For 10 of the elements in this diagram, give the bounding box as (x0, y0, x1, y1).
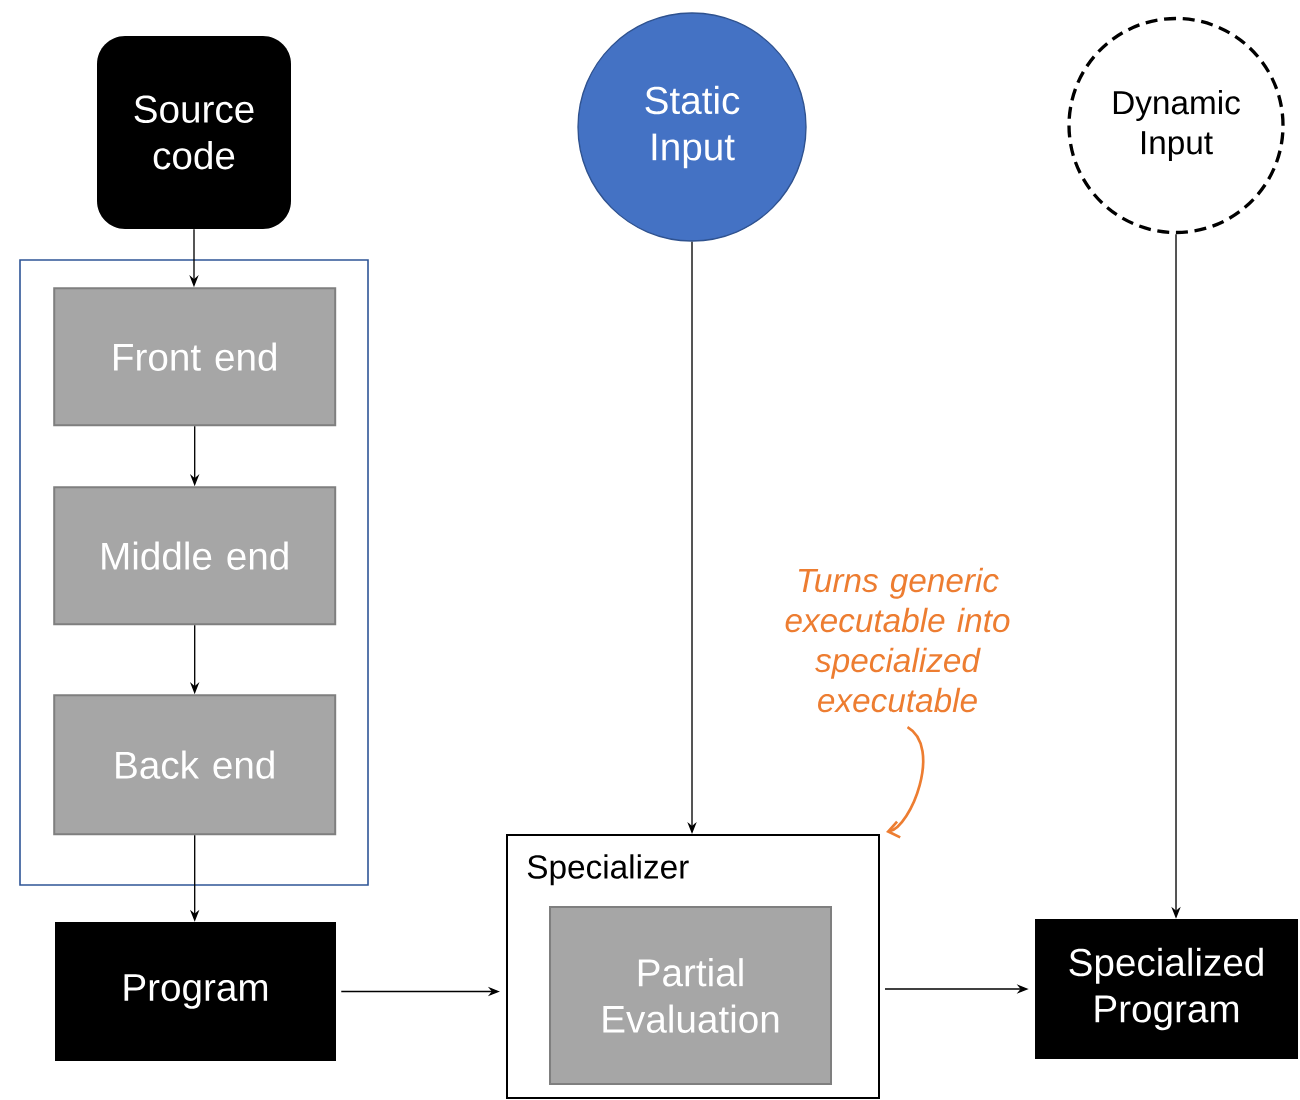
stage-box: Back end (53, 694, 337, 836)
evaluation-box: Partial Evaluation (549, 906, 832, 1085)
annotation-text: Turns generic executable into specialized executable (785, 567, 1010, 713)
source-code-box: Source code (97, 36, 291, 229)
program-box: Program (55, 922, 336, 1061)
pipeline-frame (19, 259, 369, 886)
stage-box: Middle end (53, 486, 337, 626)
stage-box: Front end (53, 287, 337, 427)
output-box: Specialized Program (1035, 919, 1298, 1059)
leader-line (886, 726, 925, 839)
